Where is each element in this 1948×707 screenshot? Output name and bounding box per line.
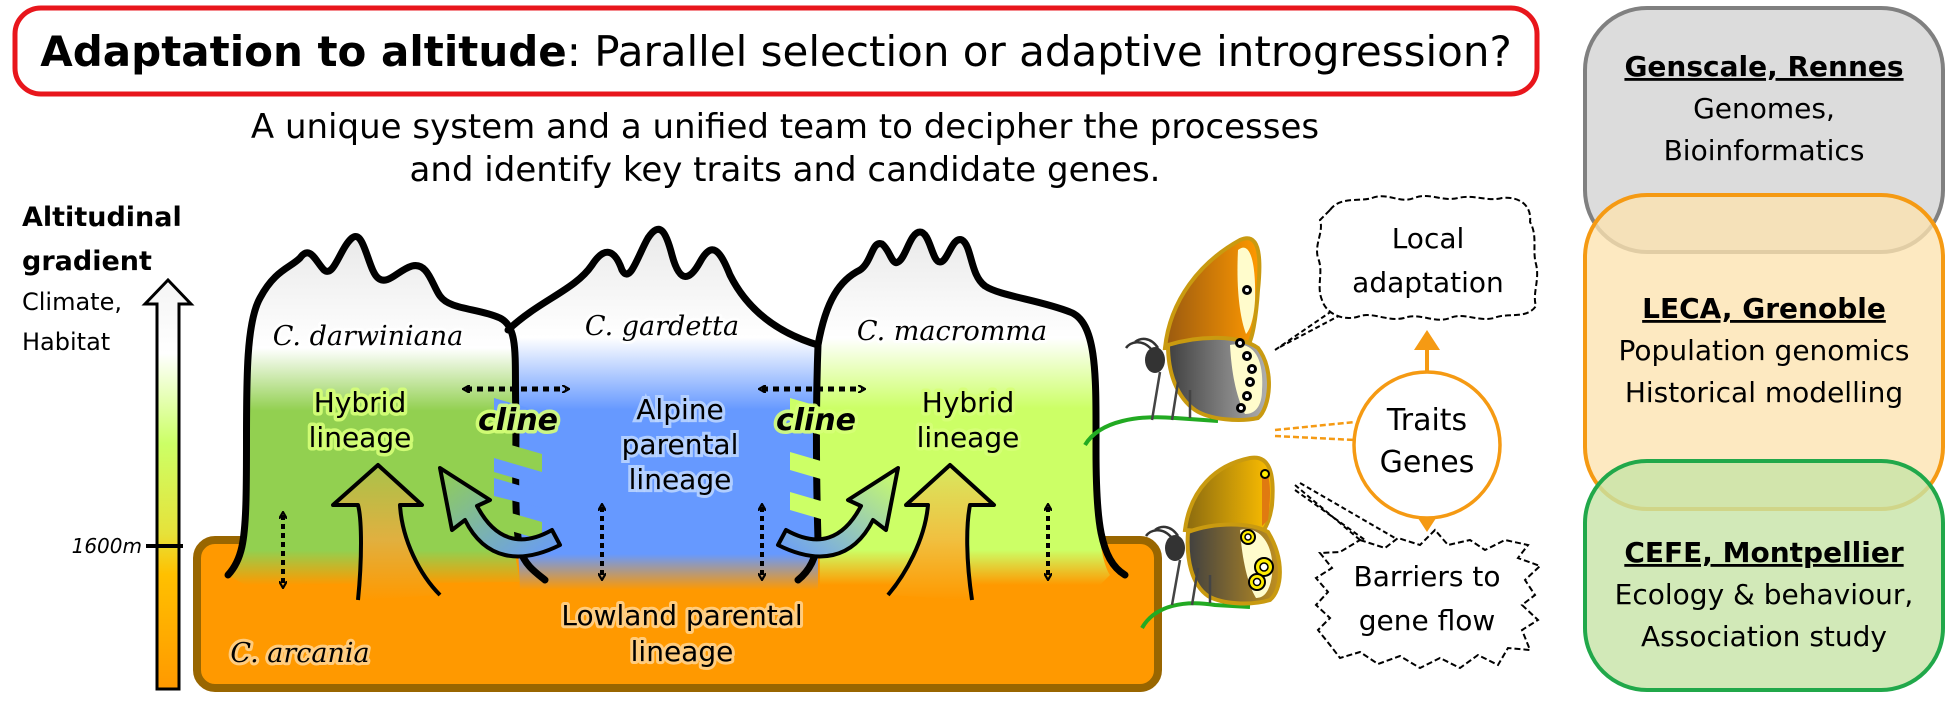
svg-text:lineage: lineage <box>917 421 1020 454</box>
grass-blade-icon <box>1083 415 1219 447</box>
title-box: Adaptation to altitude: Parallel selecti… <box>12 5 1540 97</box>
bubble-local-adaptation: Local adaptation <box>1316 195 1539 321</box>
team-name: Genscale, Rennes <box>1624 50 1903 83</box>
title-border <box>12 5 1540 97</box>
svg-text:Traits: Traits <box>1386 403 1467 438</box>
subtitle-line-2: and identify key traits and candidate ge… <box>410 150 1161 190</box>
svg-text:adaptation: adaptation <box>1352 266 1504 299</box>
axis-sub-2: Habitat <box>22 328 110 356</box>
page-title: Adaptation to altitude: Parallel selecti… <box>40 27 1512 76</box>
svg-text:gene flow: gene flow <box>1359 604 1496 637</box>
svg-text:parental: parental <box>622 428 739 461</box>
bubble-barriers: Barriers to gene flow <box>1314 528 1542 670</box>
team-name: CEFE, Montpellier <box>1624 536 1904 569</box>
introgression-arrow-right <box>776 466 900 559</box>
vertical-flow-arrows <box>283 507 1048 585</box>
team-line: Population genomics <box>1619 334 1910 367</box>
species-arcania: C. arcania <box>230 638 369 669</box>
svg-text:Hybrid: Hybrid <box>314 386 406 419</box>
butterfly-alpine-icon <box>1083 236 1271 447</box>
cline-label-right: cline <box>776 403 856 438</box>
upward-arrow-left <box>331 463 442 601</box>
macromma-outline <box>814 228 1129 579</box>
cline-stripes-right <box>790 398 838 524</box>
team-line: Association study <box>1641 620 1887 653</box>
svg-text:Genes: Genes <box>1380 445 1475 480</box>
team-line: Bioinformatics <box>1664 134 1865 167</box>
svg-text:Hybrid: Hybrid <box>922 386 1014 419</box>
species-gardetta: C. gardetta <box>585 311 739 342</box>
label-hybrid-right: Hybrid lineage <box>913 383 1023 458</box>
team-leca: LECA, Grenoble Population genomics Histo… <box>1583 193 1945 511</box>
subtitle-line-1: A unique system and a unified team to de… <box>251 107 1319 147</box>
svg-text:lineage: lineage <box>629 463 732 496</box>
title-rest: : Parallel selection or adaptive introgr… <box>567 27 1512 76</box>
svg-text:Lowland parental: Lowland parental <box>561 599 802 632</box>
gardetta-outline <box>504 225 822 349</box>
label-hybrid-left: Hybrid lineage <box>305 383 415 458</box>
team-line: Ecology & behaviour, <box>1615 578 1914 611</box>
altitude-axis: Altitudinal gradient Climate, Habitat 16… <box>22 202 195 691</box>
svg-text:Local: Local <box>1392 222 1465 255</box>
svg-text:Alpine: Alpine <box>636 393 723 426</box>
label-lowland: Lowland parental lineage <box>558 596 805 671</box>
axis-sub-1: Climate, <box>22 288 122 316</box>
altitude-arrow-icon <box>141 277 195 691</box>
team-line: Genomes, <box>1693 92 1835 125</box>
axis-heading-2: gradient <box>22 246 152 277</box>
upward-arrow-right <box>886 463 996 601</box>
title-bold: Adaptation to altitude <box>40 27 567 76</box>
butterfly-lowland-icon <box>1140 455 1282 630</box>
darwiniana-outline <box>224 232 520 579</box>
cline-label-left: cline <box>478 403 558 438</box>
svg-text:lineage: lineage <box>309 421 412 454</box>
cline-stripes-left <box>494 398 542 540</box>
arrow-up-icon <box>1414 330 1440 350</box>
pointer-traits <box>1274 420 1356 442</box>
team-genscale: Genscale, Rennes Genomes, Bioinformatics <box>1583 6 1945 254</box>
grass-blade-icon <box>1140 601 1251 630</box>
introgression-arrow-left <box>438 466 562 559</box>
team-name: LECA, Grenoble <box>1642 292 1886 325</box>
bubble-traits-genes: Traits Genes <box>1352 330 1502 532</box>
species-darwiniana: C. darwiniana <box>273 321 464 352</box>
label-alpine: Alpine parental lineage <box>619 390 742 499</box>
svg-text:Barriers to: Barriers to <box>1353 560 1500 593</box>
mountain-gardetta <box>508 229 818 590</box>
team-line: Historical modelling <box>1625 376 1903 409</box>
pointer-barriers <box>1294 482 1396 541</box>
axis-heading-1: Altitudinal <box>22 202 182 233</box>
threshold-label: 1600m <box>72 534 142 558</box>
svg-text:lineage: lineage <box>631 635 734 668</box>
species-macromma: C. macromma <box>857 316 1047 347</box>
team-cefe: CEFE, Montpellier Ecology & behaviour, A… <box>1583 459 1945 692</box>
